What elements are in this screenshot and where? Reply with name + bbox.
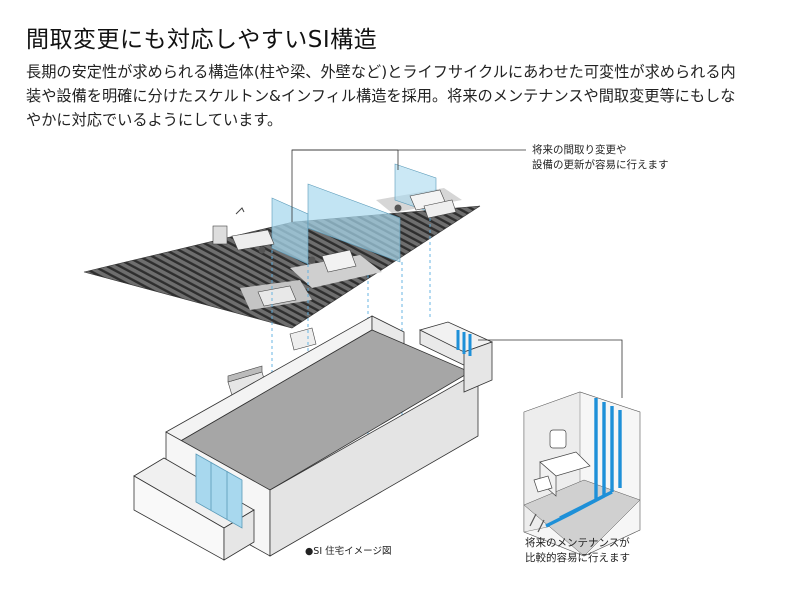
note-line: 設備の更新が容易に行えます [532, 159, 669, 171]
skeleton-structure [133, 315, 494, 561]
infill-floor-layer [83, 163, 481, 329]
glass-partition [307, 183, 401, 263]
note-bottom: 将来のメンテナンスが 比較的容易に行えます [525, 536, 630, 566]
note-line: 将来の間取り変更や [532, 144, 627, 156]
page-title: 間取変更にも対応しやすいSI構造 [26, 27, 378, 53]
note-top: 将来の間取り変更や 設備の更新が容易に行えます [532, 143, 669, 173]
description-line: 装や設備を明確に分けたスケルトン&インフィル構造を採用。将来のメンテナンスや間取… [26, 87, 736, 105]
leader-lines [291, 149, 623, 398]
figure-caption: ●SI 住宅イメージ図 [305, 546, 392, 557]
description-line: 長期の安定性が求められる構造体(柱や梁、外壁など)とライフサイクルにあわせた可変… [26, 63, 736, 81]
description: 長期の安定性が求められる構造体(柱や梁、外壁など)とライフサイクルにあわせた可変… [26, 60, 786, 132]
note-line: 比較的容易に行えます [525, 552, 630, 564]
note-line: 将来のメンテナンスが [525, 537, 630, 549]
description-line: やかに対応でいるようにしています。 [26, 111, 283, 129]
detail-view [523, 391, 641, 557]
pipe-shaft [456, 330, 472, 356]
